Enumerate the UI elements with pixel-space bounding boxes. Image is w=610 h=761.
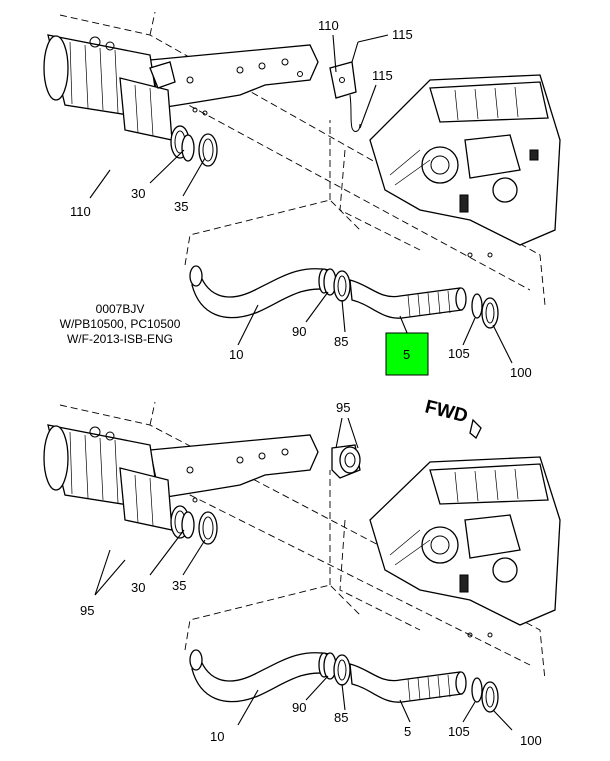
callout-115-a: 115 bbox=[392, 27, 413, 42]
downpipe-10-top bbox=[189, 265, 333, 319]
isolator-95-bottom bbox=[331, 444, 361, 479]
drawing-note: 0007BJV W/PB10500, PC10500 W/F-2013-ISB-… bbox=[60, 302, 181, 346]
callout-105-top: 105 bbox=[448, 346, 470, 361]
callout-115-b: 115 bbox=[372, 68, 393, 83]
bottom-assembly: 95 95 30 35 90 85 10 5 105 100 bbox=[43, 400, 561, 748]
forward-direction-marker: FWD bbox=[423, 396, 482, 440]
leader-lines-bottom bbox=[94, 417, 513, 731]
callout-5-top: 5 bbox=[403, 347, 410, 362]
callout-10-bottom: 10 bbox=[210, 729, 224, 744]
engine-bottom bbox=[369, 456, 561, 626]
clamp-35-top bbox=[198, 133, 218, 167]
sensor-wire-top bbox=[349, 94, 361, 132]
clamp-100-top bbox=[481, 297, 499, 329]
callout-10-top: 10 bbox=[229, 347, 243, 362]
callout-110-top: 110 bbox=[318, 18, 339, 33]
clamp-35-bottom bbox=[198, 511, 218, 545]
callout-85-bottom: 85 bbox=[334, 710, 348, 725]
drawing-note-line-3: W/F-2013-ISB-ENG bbox=[67, 332, 173, 346]
drawing-note-line-2: W/PB10500, PC10500 bbox=[60, 317, 181, 331]
callout-30-bottom: 30 bbox=[131, 580, 145, 595]
callout-35-top: 35 bbox=[174, 199, 188, 214]
mounting-bracket-bottom bbox=[149, 434, 319, 499]
callout-105-bottom: 105 bbox=[448, 724, 470, 739]
callout-100-top: 100 bbox=[510, 365, 532, 380]
callouts-bottom: 95 95 30 35 90 85 10 5 105 100 bbox=[80, 400, 542, 748]
leader-lines-top bbox=[89, 34, 513, 364]
callouts-top: 110 115 115 110 30 35 90 85 10 5 105 100 bbox=[70, 18, 532, 380]
drawing-note-line-1: 0007BJV bbox=[96, 302, 145, 316]
callout-90-top: 90 bbox=[292, 324, 306, 339]
callout-85-top: 85 bbox=[334, 334, 348, 349]
aftertreatment-device-bottom bbox=[43, 424, 190, 539]
callout-95-left: 95 bbox=[80, 603, 94, 618]
callout-95-top: 95 bbox=[336, 400, 350, 415]
callout-30-top: 30 bbox=[131, 186, 145, 201]
clamp-100-bottom bbox=[481, 681, 499, 713]
fwd-label: FWD bbox=[423, 396, 470, 427]
callout-35-bottom: 35 bbox=[172, 578, 186, 593]
gasket-30-bottom bbox=[181, 511, 195, 539]
callout-110-left: 110 bbox=[70, 204, 91, 219]
mounting-bracket-top bbox=[149, 44, 357, 109]
gasket-105-bottom bbox=[471, 677, 483, 703]
gasket-30-top bbox=[181, 134, 195, 162]
highlight-part-5 bbox=[385, 332, 429, 376]
callout-5-bottom: 5 bbox=[404, 724, 411, 739]
aftertreatment-device-top bbox=[43, 34, 190, 159]
callout-90-bottom: 90 bbox=[292, 700, 306, 715]
downpipe-10-bottom bbox=[189, 649, 333, 703]
fwd-arrow-icon bbox=[469, 418, 482, 440]
top-assembly: 110 115 115 110 30 35 90 85 10 5 105 100… bbox=[43, 11, 561, 380]
engine-top bbox=[369, 74, 561, 246]
flex-pipe-5-bottom bbox=[349, 663, 467, 703]
gasket-105-top bbox=[471, 293, 483, 319]
frame-rail-bottom bbox=[59, 401, 546, 681]
flex-pipe-5-top bbox=[349, 279, 467, 319]
callout-100-bottom: 100 bbox=[520, 733, 542, 748]
